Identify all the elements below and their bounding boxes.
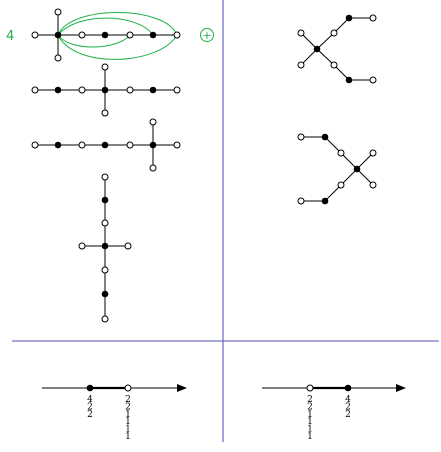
hollow-node [297,29,305,37]
filled-node [345,76,353,84]
filled-node [54,86,62,94]
hollow-node [337,149,345,157]
graph-2 [31,63,181,117]
hollow-node [31,86,39,94]
hollow-node [124,384,132,392]
stack-number: 2 [125,395,131,405]
filled-node [101,242,109,250]
stack-number: 1 [307,425,313,435]
filled-node [321,197,329,205]
stack-number: 1 [307,417,313,427]
filled-node [321,133,329,141]
stack-number: 1 [125,410,131,420]
hollow-node [173,31,181,39]
hollow-node [78,242,86,250]
hollow-node [101,315,109,323]
filled-node-stack: 422 [345,395,351,420]
graph-1 [31,8,181,62]
hollow-node [126,141,134,149]
hollow-node [369,76,377,84]
filled-node [101,196,109,204]
stack-number: 2 [125,402,131,412]
filled-node [149,86,157,94]
hollow-node [330,29,338,37]
filled-node [149,141,157,149]
green-arc [57,34,178,60]
filled-node [345,14,353,22]
circled-plus-icon: + [200,28,214,42]
hollow-node [78,86,86,94]
graph-6 [297,133,377,205]
filled-node [101,86,109,94]
filled-node [54,31,62,39]
hollow-node [369,14,377,22]
filled-node-stack: 422 [87,395,93,420]
hollow-node [297,61,305,69]
hollow-node [101,266,109,274]
graph-4 [78,173,132,323]
hollow-node [369,181,377,189]
stack-number: 2 [307,395,313,405]
green-arc [57,12,178,36]
stack-number: 2 [87,410,93,420]
hollow-node [149,164,157,172]
stack-number: 1 [125,432,131,442]
plus-label: + [202,29,211,42]
hollow-node [173,141,181,149]
hollow-node [297,133,305,141]
filled-node [86,384,94,392]
hollow-node [54,8,62,16]
filled-node [149,31,157,39]
stack-number: 1 [125,417,131,427]
hollow-node [149,118,157,126]
graph-5 [297,14,377,84]
filled-node [101,141,109,149]
stack-number: 1 [307,432,313,442]
hollow-node [54,54,62,62]
hollow-node [31,141,39,149]
filled-node [344,384,352,392]
stack-number: 4 [87,395,93,405]
hollow-node [126,31,134,39]
hollow-node [31,31,39,39]
hollow-node [101,173,109,181]
green-arc [57,34,131,48]
hollow-node [101,63,109,71]
stack-number: 4 [345,395,351,405]
filled-node [54,141,62,149]
stack-number: 1 [125,425,131,435]
hollow-node [330,61,338,69]
hollow-node [78,141,86,149]
stack-number: 2 [87,402,93,412]
filled-node [101,290,109,298]
filled-node [101,31,109,39]
hollow-node [337,181,345,189]
hollow-node [306,384,314,392]
hollow-node [126,86,134,94]
graph-3 [31,118,181,172]
stack-number: 2 [345,402,351,412]
stack-number: 1 [307,410,313,420]
filled-node [313,45,321,53]
hollow-node [101,109,109,117]
stack-number: 2 [307,402,313,412]
hollow-node [101,219,109,227]
green-arc [57,17,154,36]
filled-node [353,165,361,173]
hollow-node [173,86,181,94]
hollow-node [78,31,86,39]
stack-number: 2 [345,410,351,420]
count-label: 4 [6,29,14,44]
hollow-node [124,242,132,250]
hollow-node [369,149,377,157]
hollow-node [297,197,305,205]
